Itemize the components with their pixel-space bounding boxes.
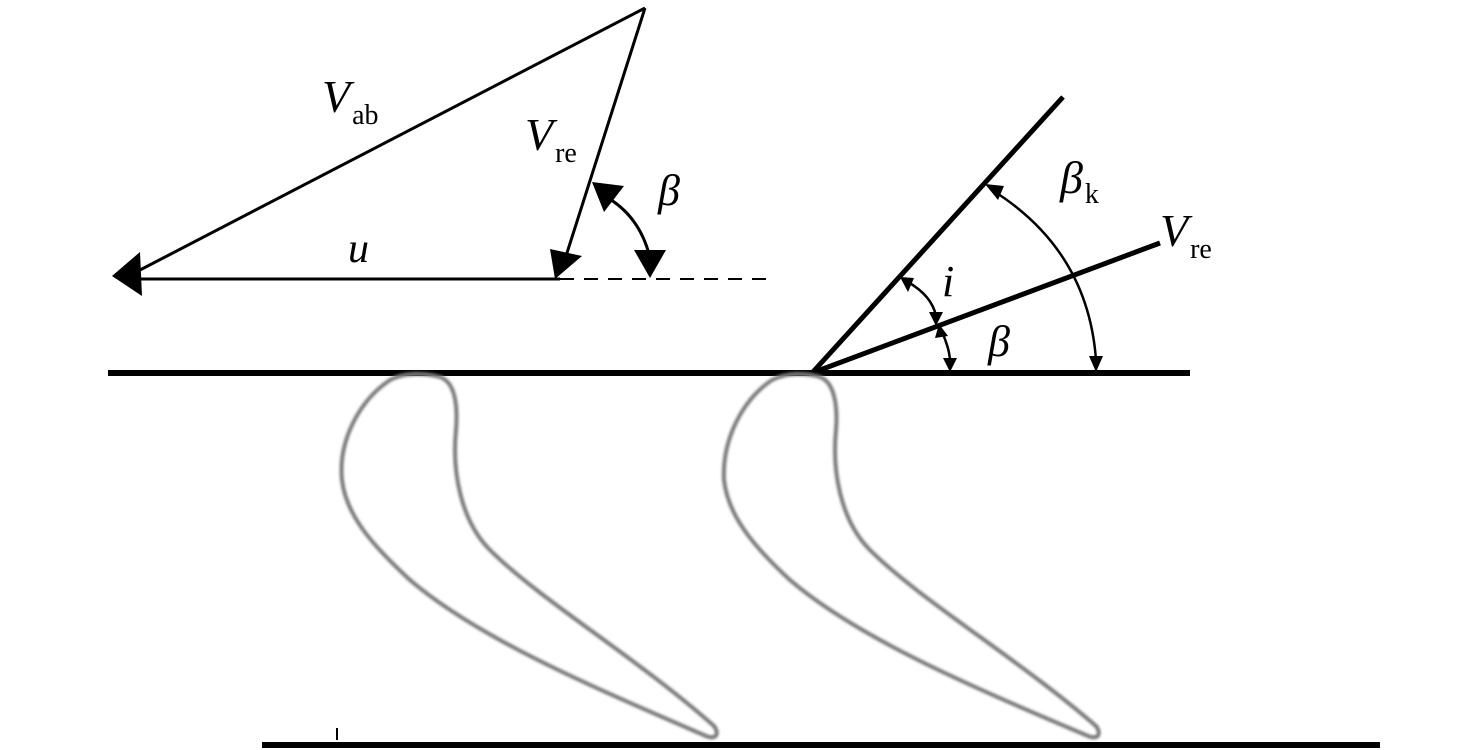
- absolute-velocity-vector: [139, 6, 646, 272]
- incidence-arc: [907, 280, 938, 317]
- blade-profile-left: [339, 372, 719, 740]
- blade-angle-arc: [991, 188, 1098, 361]
- velocity-triangle: Vab Vre u β: [112, 6, 770, 296]
- beta-right-label: β: [987, 317, 1010, 366]
- v-re-right-label: Vre: [1160, 205, 1212, 265]
- beta-label: β: [657, 166, 680, 215]
- absolute-velocity-arrowhead: [112, 252, 142, 296]
- beta-k-label: βk: [1059, 152, 1099, 210]
- incidence-label: i: [942, 257, 954, 306]
- flow-angle-arrowhead-bottom: [943, 358, 957, 372]
- beta-angle-arc: [602, 193, 652, 259]
- u-label: u: [348, 226, 369, 272]
- v-ab-label: Vab: [322, 71, 379, 131]
- flow-angle-arrowhead-top: [935, 324, 948, 338]
- blade-angle-arrowhead-top: [985, 184, 1004, 200]
- blade-profile-right: [721, 372, 1101, 740]
- blade-inlet-angles: βk Vre i β: [810, 95, 1212, 376]
- blade-angle-arrowhead-bottom: [1089, 356, 1103, 372]
- relative-velocity-line: [811, 240, 1161, 376]
- blade-angle-line: [810, 95, 1065, 375]
- beta-arc-arrowhead-top: [592, 182, 624, 212]
- incidence-arrowhead-bottom: [929, 312, 943, 326]
- blade-profiles: [339, 372, 1101, 740]
- beta-arc-arrowhead-bottom: [634, 250, 666, 278]
- relative-velocity-arrowhead: [550, 249, 582, 279]
- v-re-label: Vre: [525, 109, 577, 169]
- relative-velocity-vector: [564, 7, 647, 257]
- incidence-arrowhead-top: [900, 277, 914, 292]
